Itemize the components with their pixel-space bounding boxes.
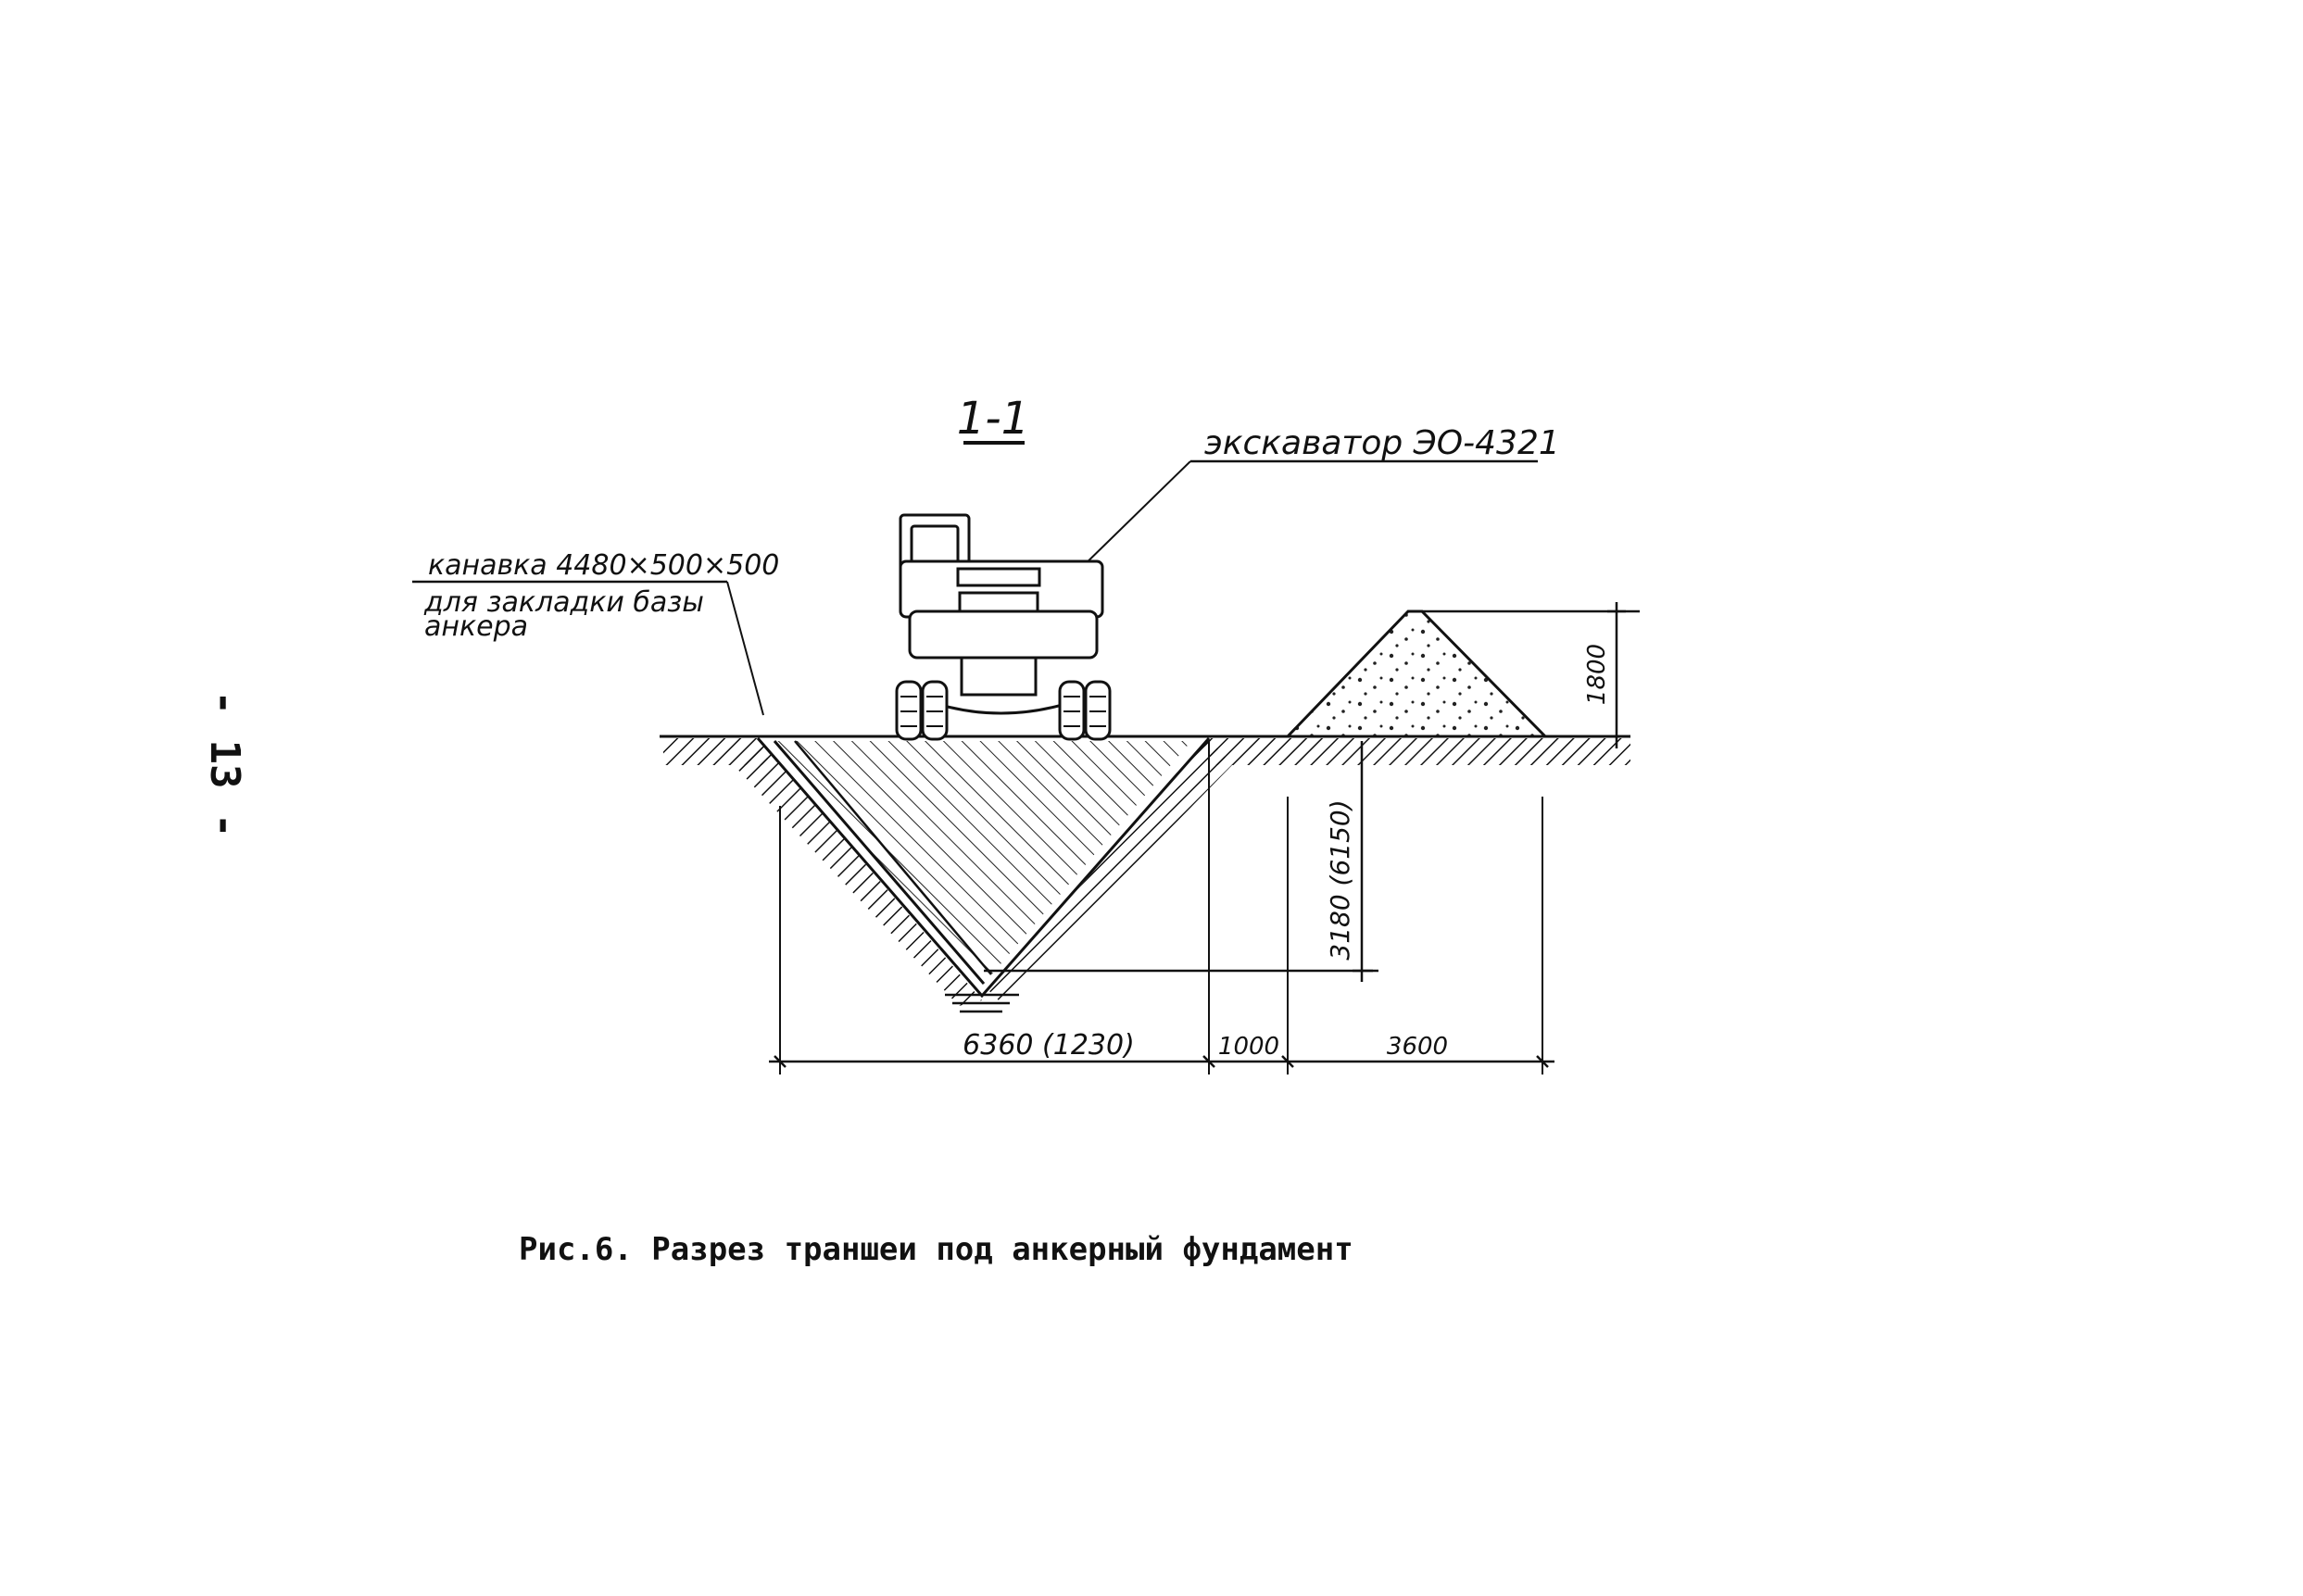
spoil-height-label: 1800 — [1583, 644, 1611, 705]
spoil-height-dimension — [1422, 602, 1640, 748]
ground-hatch-right — [1201, 738, 1630, 765]
spoil-width-label: 3600 — [1387, 1033, 1448, 1061]
excavator-figure — [895, 513, 1112, 741]
groove-label-line2: для закладки базы — [423, 586, 704, 619]
excavator-label: экскаватор ЭО-4321 — [1204, 424, 1560, 462]
excavator-wheel-treads — [900, 696, 1106, 727]
trench-depth-label: 3180 (6150) — [1325, 799, 1355, 960]
anchor-slot-line-1 — [773, 740, 986, 985]
section-label: 1-1 — [957, 393, 1029, 445]
spoil-pile — [1284, 609, 1549, 738]
trench-wall-hatch-right — [989, 738, 1232, 1002]
trench-wall-hatch-left — [734, 738, 982, 1006]
anchor-slot-line-2 — [794, 740, 992, 975]
extension-lines — [779, 741, 1543, 1074]
trench-outline — [756, 737, 1211, 999]
gap-label: 1000 — [1218, 1033, 1279, 1061]
trench-width-label: 6360 (1230) — [963, 1029, 1135, 1062]
groove-leader-line — [726, 581, 764, 716]
trench-depth-dimension — [984, 741, 1378, 982]
dimension-ticks — [774, 1055, 1549, 1068]
trench-fill-hatch — [774, 741, 1191, 984]
groove-label-line3: анкера — [424, 610, 528, 643]
page-number: - 13 - — [201, 691, 248, 838]
excavator-leader-line — [1074, 460, 1191, 575]
groove-label-line1: канавка 4480×500×500 — [428, 549, 779, 582]
figure-caption: Рис.6. Разрез траншеи под анкерный фунда… — [519, 1231, 1353, 1268]
